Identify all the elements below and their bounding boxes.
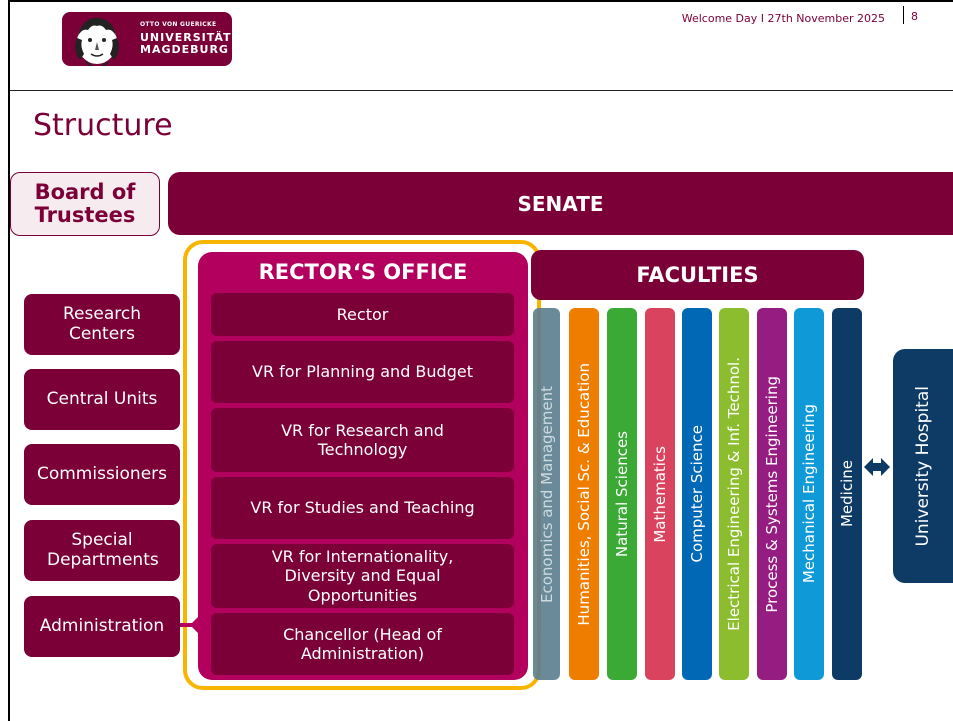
faculty-label: Mechanical Engineering xyxy=(800,404,818,584)
board-label: Board of Trustees xyxy=(34,179,136,227)
meta-divider xyxy=(903,6,904,24)
logo-line-1: OTTO VON GUERICKE xyxy=(140,21,217,28)
unit-label: Special Departments xyxy=(47,529,159,570)
unit-label: Commissioners xyxy=(36,463,168,484)
rector-item-studies-teaching: VR for Studies and Teaching xyxy=(211,477,514,539)
frame-left xyxy=(8,0,10,721)
senate-label: SENATE xyxy=(517,191,604,216)
logo-line-3: MAGDEBURG xyxy=(140,43,229,56)
rector-item-label: Rector xyxy=(336,304,389,324)
university-logo: OTTO VON GUERICKE UNIVERSITÄT MAGDEBURG xyxy=(62,12,232,66)
faculty-label: Economics and Management xyxy=(537,385,556,603)
faculty-label: Natural Sciences xyxy=(613,430,631,558)
faculty-label: Humanities, Social Sc. & Education xyxy=(575,362,593,626)
logo-text: OTTO VON GUERICKE UNIVERSITÄT MAGDEBURG xyxy=(140,21,232,56)
university-hospital-label: University Hospital xyxy=(913,385,933,547)
unit-central-units: Central Units xyxy=(24,369,180,430)
double-arrow-icon xyxy=(864,458,890,476)
board-of-trustees: Board of Trustees xyxy=(10,172,160,236)
unit-label: Administration xyxy=(39,615,165,636)
rector-item-internationality: VR for Internationality, Diversity and E… xyxy=(211,544,514,608)
faculty-humanities: Humanities, Social Sc. & Education xyxy=(569,308,599,680)
faculty-label: Mathematics xyxy=(651,445,669,543)
faculty-label: Electrical Engineering & Inf. Technol. xyxy=(725,357,743,631)
unit-label: Research Centers xyxy=(63,303,141,344)
faculty-label: Medicine xyxy=(838,460,856,528)
faculty-label: Process & Systems Engineering xyxy=(763,375,781,613)
faculty-electrical-engineering: Electrical Engineering & Inf. Technol. xyxy=(719,308,749,680)
rector-item-label: VR for Internationality, Diversity and E… xyxy=(271,547,454,605)
rector-item-rector: Rector xyxy=(211,293,514,336)
senate-bar: SENATE xyxy=(168,172,953,235)
faculty-process-systems: Process & Systems Engineering xyxy=(757,308,787,680)
admin-connector-arrow xyxy=(180,617,198,633)
slide-meta: Welcome Day I 27th November 2025 xyxy=(681,12,885,25)
faculty-computer-science: Computer Science xyxy=(682,308,712,680)
frame-top xyxy=(8,0,953,2)
faculty-natural-sciences: Natural Sciences xyxy=(607,308,637,680)
rector-item-label: VR for Planning and Budget xyxy=(252,362,473,382)
logo-line-2: UNIVERSITÄT xyxy=(140,31,232,44)
unit-research-centers: Research Centers xyxy=(24,294,180,355)
header-divider xyxy=(10,90,953,91)
unit-commissioners: Commissioners xyxy=(24,444,180,505)
unit-label: Central Units xyxy=(46,388,158,409)
university-hospital: University Hospital xyxy=(893,349,953,583)
faculty-label: Computer Science xyxy=(688,425,706,563)
rector-item-label: VR for Research and Technology xyxy=(281,420,444,459)
faculty-mechanical-engineering: Mechanical Engineering xyxy=(794,308,824,680)
page-number: 8 xyxy=(911,10,918,23)
faculty-economics: Economics and Management xyxy=(533,308,560,680)
rector-item-chancellor: Chancellor (Head of Administration) xyxy=(211,613,514,675)
faculties-header: FACULTIES xyxy=(531,250,864,300)
faculty-medicine: Medicine xyxy=(832,308,862,680)
rectors-office-title: RECTOR‘S OFFICE xyxy=(258,260,468,284)
page-title: Structure xyxy=(33,108,173,143)
unit-special-departments: Special Departments xyxy=(24,520,180,581)
rector-item-label: VR for Studies and Teaching xyxy=(250,498,475,518)
portrait-icon xyxy=(75,18,119,66)
rector-item-label: Chancellor (Head of Administration) xyxy=(283,624,442,663)
unit-administration: Administration xyxy=(24,596,180,657)
faculty-mathematics: Mathematics xyxy=(645,308,675,680)
rector-item-research-technology: VR for Research and Technology xyxy=(211,408,514,472)
faculties-label: FACULTIES xyxy=(636,263,759,287)
rector-item-planning-budget: VR for Planning and Budget xyxy=(211,341,514,403)
